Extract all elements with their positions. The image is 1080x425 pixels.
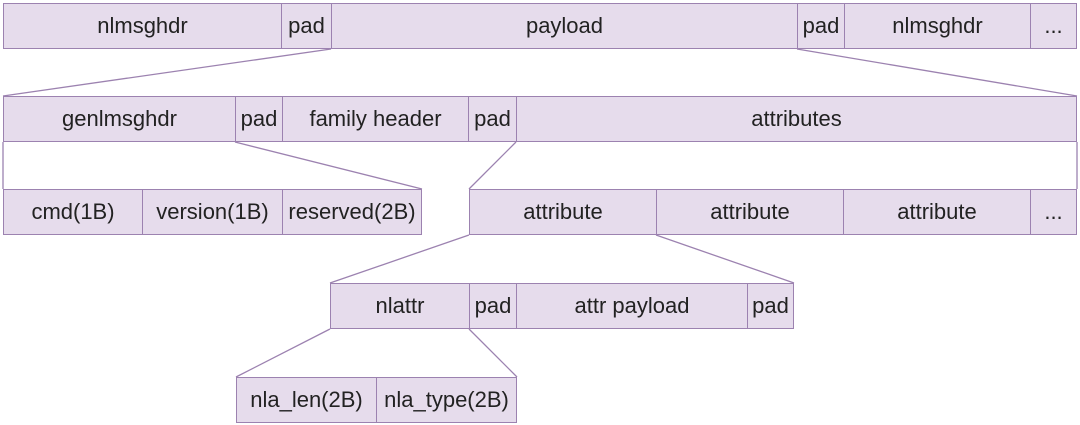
pad-box: pad	[235, 96, 283, 142]
cmd-field-box: cmd(1B)	[3, 189, 143, 235]
pad-box: pad	[469, 283, 517, 329]
nlmsghdr-box: nlmsghdr	[3, 3, 282, 49]
attribute-box: attribute	[469, 189, 657, 235]
version-field-box: version(1B)	[142, 189, 283, 235]
pad-box: pad	[797, 3, 845, 49]
attribute-box: attribute	[843, 189, 1031, 235]
connector-attributes-left	[468, 141, 517, 190]
connector-attribute-right	[655, 234, 795, 284]
connector-genl-right	[234, 141, 423, 190]
ellipsis-box: ...	[1030, 3, 1077, 49]
connector-payload-right	[796, 48, 1078, 97]
genlmsghdr-box: genlmsghdr	[3, 96, 236, 142]
connector-attribute-left	[329, 234, 470, 284]
payload-box: payload	[331, 3, 798, 49]
attributes-box: attributes	[516, 96, 1077, 142]
attribute-box: attribute	[656, 189, 844, 235]
pad-box: pad	[468, 96, 517, 142]
attr-payload-box: attr payload	[516, 283, 748, 329]
nla-len-field-box: nla_len(2B)	[236, 377, 377, 423]
nlattr-box: nlattr	[330, 283, 470, 329]
connector-nlattr-right	[468, 328, 518, 378]
connector-payload-left	[2, 48, 332, 97]
connector-nlattr-left	[235, 328, 331, 378]
pad-box: pad	[747, 283, 794, 329]
nla-type-field-box: nla_type(2B)	[376, 377, 517, 423]
pad-box: pad	[281, 3, 332, 49]
nlmsghdr-box: nlmsghdr	[844, 3, 1031, 49]
ellipsis-box: ...	[1030, 189, 1077, 235]
family-header-box: family header	[282, 96, 469, 142]
reserved-field-box: reserved(2B)	[282, 189, 422, 235]
